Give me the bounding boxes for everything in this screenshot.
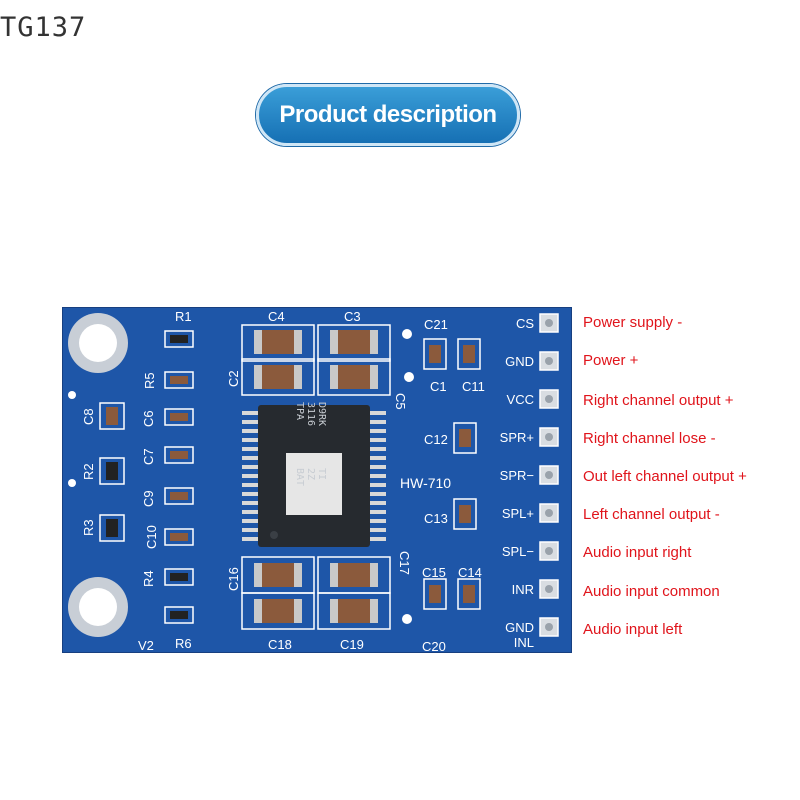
- label-r3: R3: [81, 519, 96, 536]
- pin-spr-minus: SPR−: [500, 468, 534, 483]
- pin-spr-plus: SPR+: [500, 430, 534, 445]
- label-c16: C16: [226, 567, 241, 591]
- page-title: Product description: [279, 101, 497, 128]
- pin-gnd-2: GND: [505, 620, 534, 635]
- label-c11: C11: [462, 379, 485, 394]
- label-r6: R6: [175, 636, 192, 651]
- pin-spl-plus: SPL+: [502, 506, 534, 521]
- chip-marking-line-4: BAT: [294, 468, 305, 486]
- label-c21: C21: [424, 317, 448, 332]
- label-c6: C6: [141, 410, 156, 427]
- pin-vcc: VCC: [507, 392, 534, 407]
- pin-description-item: Right channel output +: [583, 392, 734, 409]
- label-v2: V2: [138, 638, 154, 653]
- chip-marking-line-5: 2Z: [305, 468, 316, 480]
- board-model-label: HW-710: [400, 475, 451, 491]
- label-c12: C12: [424, 432, 448, 447]
- label-c1: C1: [430, 379, 447, 394]
- pin-description-item: Audio input right: [583, 544, 692, 561]
- label-r1: R1: [175, 309, 192, 324]
- label-c2: C2: [226, 370, 241, 387]
- label-c18: C18: [268, 637, 292, 652]
- pin-description-item: Audio input left: [583, 621, 683, 638]
- chip-marking-line-6: TI: [316, 468, 327, 480]
- pin-spl-minus: SPL−: [502, 544, 534, 559]
- amplifier-chip: [242, 405, 386, 547]
- label-c4: C4: [268, 309, 285, 324]
- pin-description-item: Audio input common: [583, 583, 720, 600]
- pin-description-item: Power supply -: [583, 314, 683, 331]
- pin-gnd-1: GND: [505, 354, 534, 369]
- pcb-board-image: R1 R5 C6 C7 C9 C10 R4 R6 C8 R2 R3 V2 C4 …: [62, 307, 572, 653]
- chip-marking-line-1: TPA: [294, 402, 305, 420]
- label-c15: C15: [422, 565, 446, 580]
- pin-inr: INR: [512, 582, 534, 597]
- label-c20: C20: [422, 639, 446, 653]
- label-c17: C17: [397, 551, 412, 575]
- mounting-hole-bottom: [68, 577, 128, 637]
- label-c9: C9: [141, 490, 156, 507]
- label-c3: C3: [344, 309, 361, 324]
- label-r4: R4: [141, 570, 156, 587]
- pin-description-item: Left channel output -: [583, 506, 720, 523]
- mounting-hole-top: [68, 313, 128, 373]
- pin-inl: INL: [514, 635, 534, 650]
- pin-description-item: Right channel lose -: [583, 430, 716, 447]
- label-c10: C10: [144, 525, 159, 549]
- label-r2: R2: [81, 463, 96, 480]
- label-c13: C13: [424, 511, 448, 526]
- title-banner: Product description: [256, 84, 520, 146]
- label-c7: C7: [141, 448, 156, 465]
- chip-marking-line-2: 3116: [305, 402, 316, 426]
- label-c5: C5: [393, 393, 408, 410]
- pin-cs: CS: [516, 316, 534, 331]
- chip-marking-line-3: D9RK: [316, 402, 327, 426]
- watermark-text: TG137: [0, 12, 87, 43]
- label-r5: R5: [142, 372, 157, 389]
- label-c19: C19: [340, 637, 364, 652]
- label-c14: C14: [458, 565, 482, 580]
- pin-description-item: Power +: [583, 352, 639, 369]
- pin-description-item: Out left channel output +: [583, 468, 747, 485]
- label-c8: C8: [81, 408, 96, 425]
